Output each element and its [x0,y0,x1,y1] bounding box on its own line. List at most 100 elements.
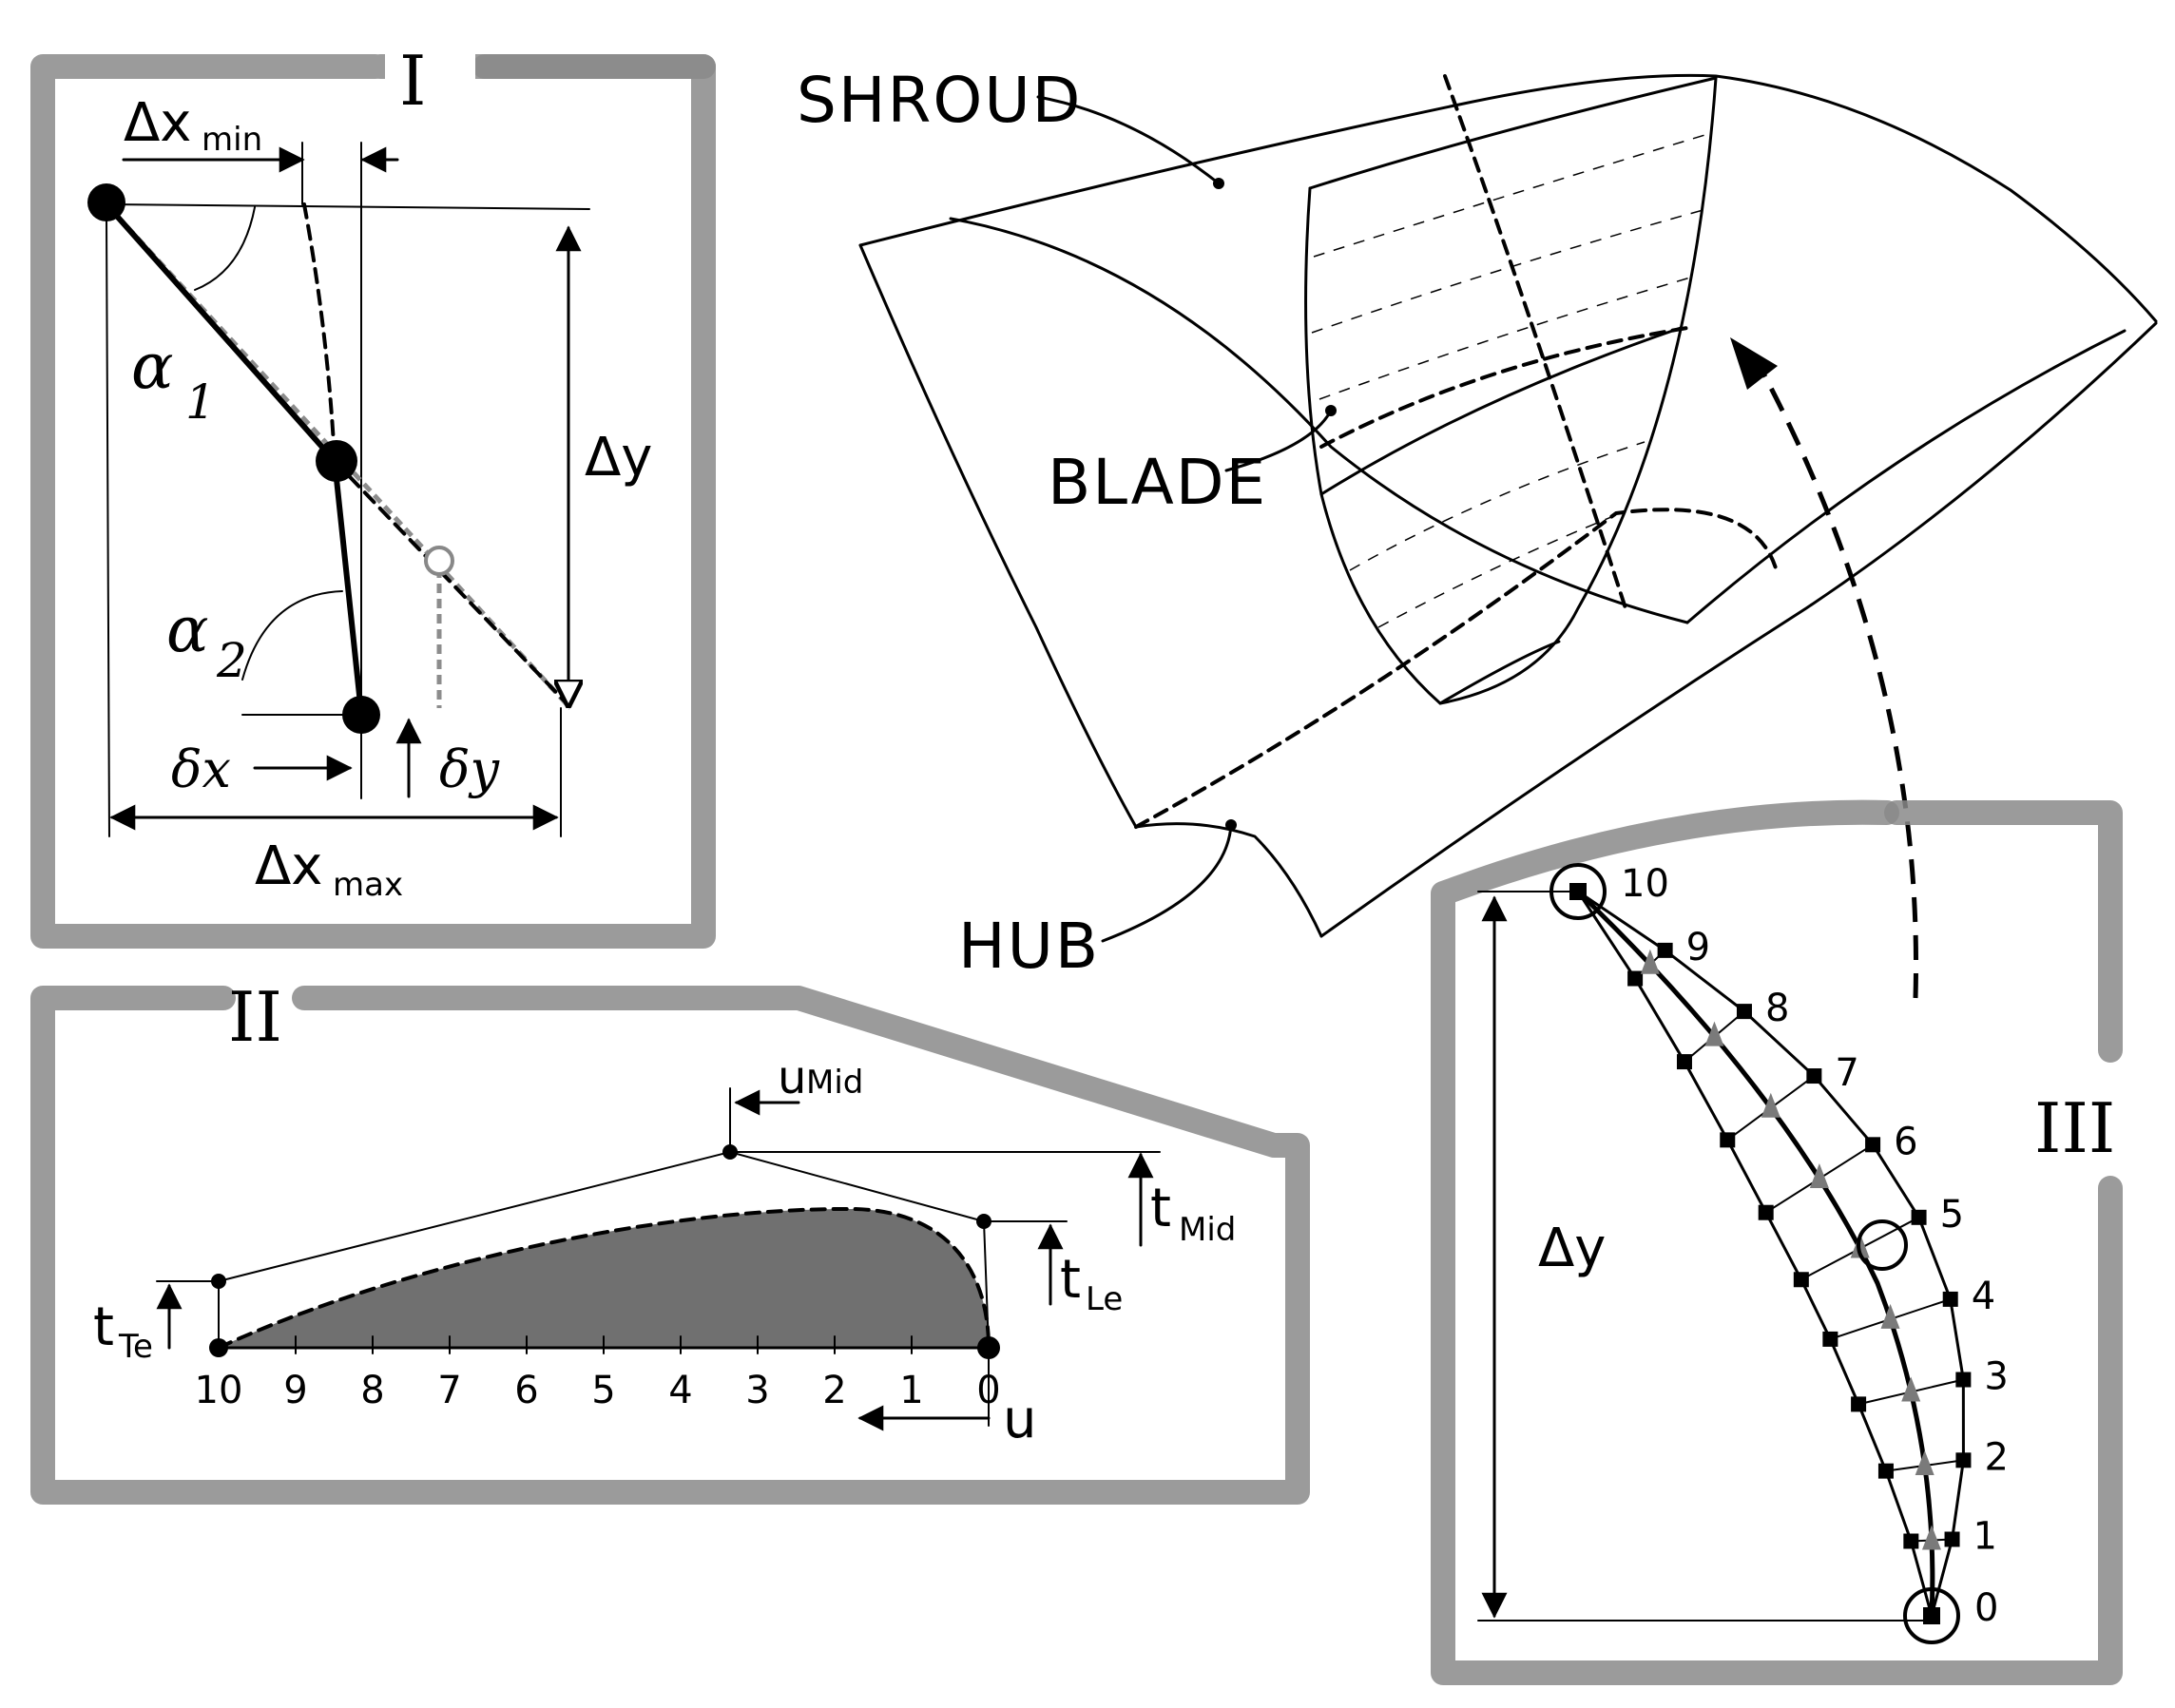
suction-side-label: 7 [1835,1051,1858,1095]
u-label: u [1003,1389,1037,1450]
dx-max-sub: max [333,866,403,904]
dashed-path-diagonal [333,459,570,707]
hub-right-edge [1319,321,2158,938]
chord-tick-label: 9 [283,1369,307,1412]
delta-x-label: δx [171,739,231,799]
suction-side-point [1955,1452,1972,1468]
shroud-label: SHROUD [797,64,1082,137]
camber-marker [1921,1525,1941,1550]
blade-section-5 [1377,512,1622,628]
blade-section-dashed [1319,326,1689,449]
dx-min-label: Δx [124,92,191,154]
endpoint-circle-top [1549,863,1607,920]
node-middle [316,440,357,482]
suction-side-point [1806,1068,1822,1084]
blade-leader [1224,409,1333,472]
panel-III-roman: III [2034,1088,2115,1168]
alpha2-arc [241,590,343,681]
t-te-label: t [93,1296,114,1358]
point-top [1569,883,1587,900]
dx-min-sub: min [202,121,262,159]
shroud-dot [1213,178,1224,189]
camber-marker [1704,1021,1724,1046]
shroud-meridian [1443,74,1627,610]
suction-side-point [1736,1004,1752,1020]
panel-II-roman: II [228,977,282,1057]
camber-marker [1880,1303,1900,1329]
suction-side-label: 4 [1972,1275,1995,1318]
node-top [87,183,125,221]
delta-y-label: δy [439,739,501,799]
top-reference-line [104,203,590,210]
suction-side-label: 5 [1940,1193,1964,1237]
panel-I-gap [385,38,475,105]
midpoint-circle [1857,1219,1908,1271]
t-mid-sub: Mid [1179,1211,1236,1249]
u-mid-label: u [778,1051,806,1104]
alpha1-sub: 1 [185,374,216,430]
hub-back-edge [1685,329,2127,624]
suction-side-label: 1 [1973,1514,1997,1558]
suction-side-label: 0 [1974,1586,1998,1630]
suction-side-label: 9 [1686,926,1710,969]
camber-marker [1901,1376,1921,1402]
camber-line [1575,889,1935,1619]
hub-dot [1225,819,1237,831]
member-lower [332,458,364,716]
shroud-top-edge [858,73,2158,323]
blade-root-edge [1438,640,1561,705]
hub-hidden-curve [1134,508,1780,829]
t-le-sub: Le [1086,1280,1123,1318]
chord-tick-label: 1 [899,1369,923,1412]
suction-side-label: 8 [1765,987,1789,1030]
suction-side-point [1911,1209,1927,1225]
panel-III-frame-main [1431,799,2123,1685]
node-open [424,546,454,576]
blade-dot [1325,405,1337,416]
mapping-arrow [1746,345,1918,999]
pressure-side-point [1851,1396,1867,1412]
point-bottom [1923,1607,1940,1624]
chord-tick-label: 7 [437,1369,461,1412]
blade-view: SHROUD BLADE HUB [797,64,2158,999]
t-le-label: t [1060,1249,1081,1311]
camber-marker [1915,1449,1934,1475]
member-upper [104,202,337,464]
suction-side-label: 10 [1621,862,1669,906]
blade-tip-edge [1308,76,1718,190]
suction-side-point [1955,1372,1972,1388]
suction-side-label: 2 [1984,1435,2008,1479]
dy-label-III: Δy [1538,1218,1606,1279]
camber-marker [1761,1092,1780,1118]
suction-side-point [1942,1291,1958,1307]
blade-section-3 [1318,275,1698,400]
blade-section-1 [1313,132,1712,258]
alpha1-arc [194,206,256,291]
dashed-path-upper [302,202,337,463]
mapping-arrowhead [1730,337,1778,390]
panel-I: I Δx min α 1 α 2 Δy [30,38,716,949]
chord-tick-label: 8 [360,1369,384,1412]
hub-front-edge [1134,822,1323,938]
dx-max-label: Δx [255,835,322,897]
blade-section-solid [1319,326,1683,496]
panel-I-roman: I [399,41,426,121]
profile-outline [217,1206,991,1350]
u-mid-sub: Mid [806,1064,863,1102]
shroud-inner-curve [949,217,1689,624]
node-bottom [342,696,380,734]
pressure-side-point [1877,1463,1894,1479]
pressure-side-point [1822,1331,1838,1347]
hub-label: HUB [958,910,1100,983]
profile-fill [219,1208,989,1348]
pressure-side-point [1676,1054,1692,1070]
left-reference-line [106,218,110,837]
shroud-left-edge [858,243,1138,829]
pressure-side-point [1758,1204,1774,1220]
hub-leader [1101,823,1233,943]
pressure-side-point [1793,1272,1809,1288]
